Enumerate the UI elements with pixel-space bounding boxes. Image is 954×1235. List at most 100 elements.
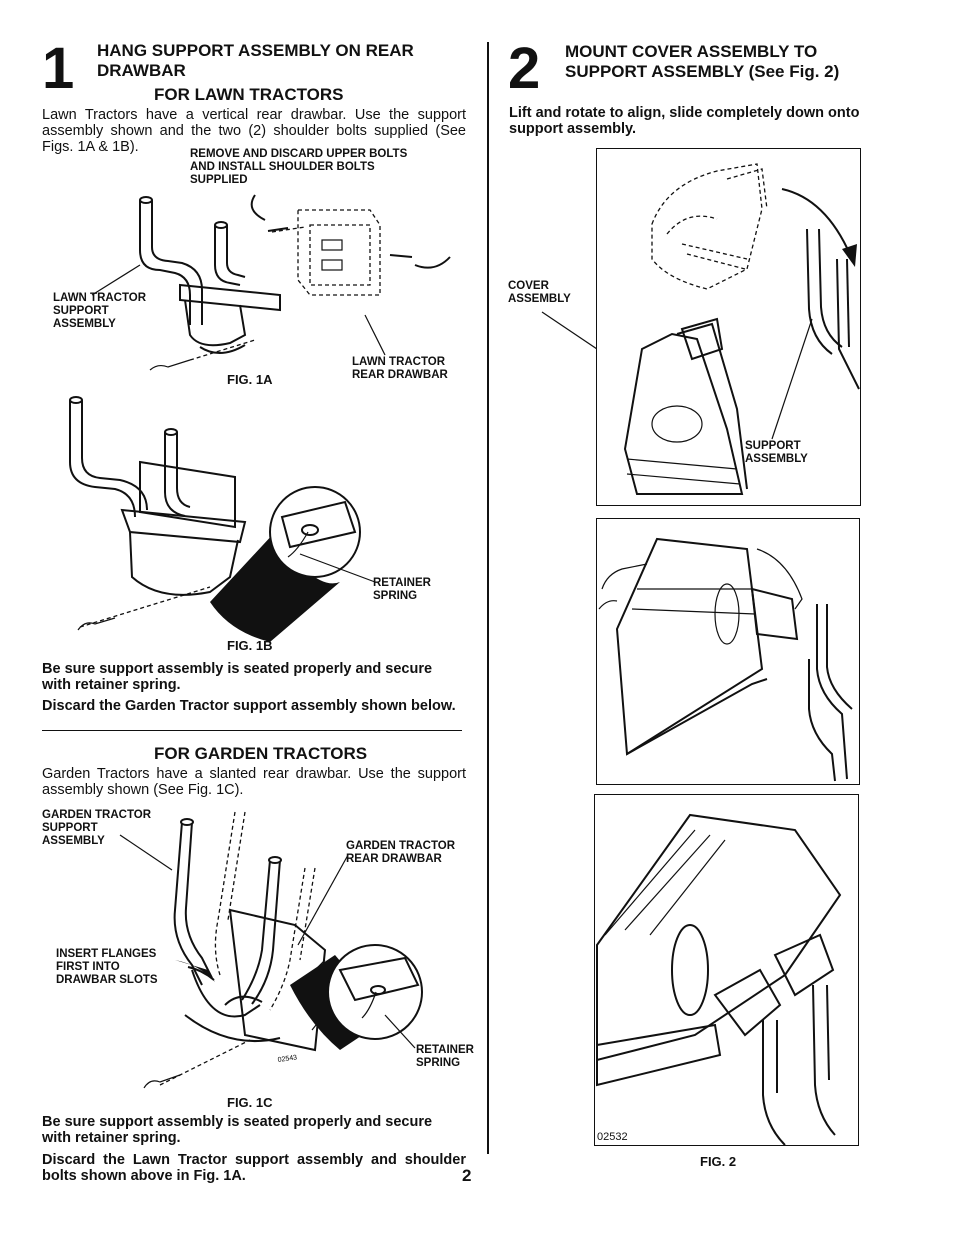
arrow (175, 960, 215, 982)
shoulder-bolt (267, 227, 289, 232)
arrow-head (842, 244, 857, 267)
step-1-number: 1 (42, 36, 75, 101)
text-line: ASSEMBLY (53, 318, 116, 330)
fig-1c-code: 02543 (277, 1054, 297, 1064)
mount-bracket (773, 933, 835, 997)
mount-bracket (713, 968, 782, 1037)
tube-end (180, 818, 194, 826)
support-tube (846, 258, 850, 348)
rear-drawbar-face (309, 224, 371, 286)
support-tube (826, 604, 853, 710)
support-tube-right (241, 859, 271, 1001)
cover-body (623, 332, 744, 495)
arrow (250, 194, 266, 221)
column-divider (487, 42, 489, 1154)
fig-1b-illustration (69, 396, 376, 642)
text-line: SUPPLIED (190, 174, 248, 186)
text-line: Figs. 1A & 1B). (42, 139, 139, 155)
text-line: INSERT FLANGES (56, 948, 157, 960)
text-line: ASSEMBLY (745, 453, 808, 465)
section-divider (42, 730, 462, 731)
support-tube-left (69, 400, 136, 518)
fig-2-panel-1 (596, 148, 861, 506)
support-tube-left-inner (81, 400, 148, 511)
tube-end (268, 856, 282, 864)
bracket-plate (120, 508, 247, 544)
text-line: SUPPORT (42, 822, 98, 834)
discard-lawn-note: Discard the Lawn Tractor support assembl… (42, 1152, 466, 1184)
support-tube-right (214, 225, 241, 286)
step-1-title-line: HANG SUPPORT ASSEMBLY ON REAR (97, 41, 414, 60)
support-base (184, 1014, 281, 1043)
leader-line (771, 318, 813, 440)
detail-spring (287, 531, 309, 558)
hand-left (601, 563, 648, 590)
text-line: RETAINER (373, 577, 431, 589)
callout-retainer-spring-2: RETAINER SPRING (416, 1044, 474, 1070)
mount-bracket (750, 587, 799, 641)
support-tube (808, 659, 836, 782)
support-tube-right-inner (226, 225, 246, 278)
text-line: Discard the Lawn Tractor support assembl… (42, 1152, 466, 1168)
support-tube-left (173, 821, 203, 986)
callout-lawn-support-assembly: LAWN TRACTOR SUPPORT ASSEMBLY (53, 292, 146, 331)
leader-line (91, 264, 141, 296)
detail-bracket (280, 500, 357, 549)
support-ghost (269, 867, 306, 1011)
support-ghost (299, 867, 316, 961)
fig-2-panel-2-art (598, 537, 853, 782)
bolt-guide-line (271, 226, 306, 233)
callout-garden-support-assembly: GARDEN TRACTOR SUPPORT ASSEMBLY (42, 809, 151, 848)
text-line: DRAWBAR SLOTS (56, 974, 158, 986)
fig-2-panel-3-art (596, 813, 842, 1146)
drawbar-slot (321, 239, 343, 251)
text-line: support assembly. (509, 121, 637, 137)
cover-rib (626, 458, 738, 470)
support-tube (816, 604, 848, 780)
text-line: LAWN TRACTOR (53, 292, 147, 304)
cover-rib (604, 829, 696, 936)
retainer-pin (77, 617, 116, 631)
support-tube (836, 258, 860, 390)
text-line: Be sure support assembly is seated prope… (42, 1114, 433, 1130)
text-line: ASSEMBLY (42, 835, 105, 847)
support-tube (812, 984, 836, 1136)
fig-2-panel-2 (596, 518, 860, 785)
text-line: ASSEMBLY (508, 293, 571, 305)
support-tube (826, 984, 830, 1081)
detail-spring (361, 991, 377, 1019)
leader-line (119, 834, 173, 871)
cover-rib (626, 473, 741, 485)
step-1-title: HANG SUPPORT ASSEMBLY ON REAR DRAWBAR (97, 41, 414, 81)
callout-support-assembly: SUPPORT ASSEMBLY (745, 440, 808, 466)
cover-ghost-detail (681, 243, 748, 260)
cover-lip (596, 1023, 722, 1087)
cover-port (651, 405, 703, 443)
lawn-tractors-heading: FOR LAWN TRACTORS (154, 85, 344, 104)
support-ghost (214, 811, 236, 976)
text-line: Be sure support assembly is seated prope… (42, 661, 433, 677)
rear-drawbar (297, 209, 381, 296)
support-tube-left-inner (184, 821, 213, 979)
text-line: SPRING (416, 1057, 461, 1069)
mount-bracket (680, 317, 724, 361)
cover-ghost-detail (686, 253, 746, 270)
tube-end (214, 221, 228, 229)
shoulder-bolt (389, 254, 413, 258)
drawbar-slot (321, 259, 343, 271)
support-ghost (227, 811, 246, 921)
text-line: GARDEN TRACTOR (42, 809, 152, 821)
pin-guide-line (189, 339, 256, 361)
seat-note-2: Be sure support assembly is seated prope… (42, 1114, 432, 1146)
fig-2-code: 02532 (597, 1131, 628, 1143)
callout-lawn-rear-drawbar: LAWN TRACTOR REAR DRAWBAR (352, 356, 448, 382)
cover-body (596, 813, 842, 1062)
text-line: REMOVE AND DISCARD UPPER BOLTS (190, 148, 408, 160)
step-2-title: MOUNT COVER ASSEMBLY TO SUPPORT ASSEMBLY… (565, 42, 839, 82)
detail-bracket (338, 956, 420, 1002)
text-line: assembly shown (See Fig. 1C). (42, 782, 244, 798)
detail-shadow (210, 532, 340, 642)
hand-left (598, 600, 618, 610)
support-tube (762, 1020, 786, 1146)
tube-end (69, 396, 83, 404)
